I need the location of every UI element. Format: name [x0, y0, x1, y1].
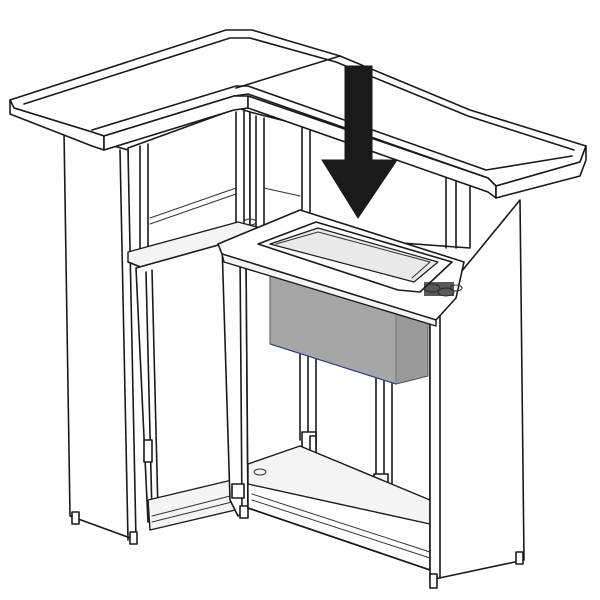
corner-post [221, 243, 249, 519]
work-surface [217, 209, 465, 327]
corner-bracket [231, 483, 245, 499]
right-foot [429, 573, 438, 589]
drain-controls [424, 282, 454, 296]
down-arrow-icon [321, 65, 398, 219]
corner-foot [239, 505, 249, 519]
left-hinge [143, 439, 153, 463]
right-foot-back [515, 551, 524, 565]
bin-opening [269, 227, 439, 283]
left-end-panel [63, 131, 138, 545]
left-foot-front [129, 531, 138, 545]
left-foot [71, 511, 80, 525]
